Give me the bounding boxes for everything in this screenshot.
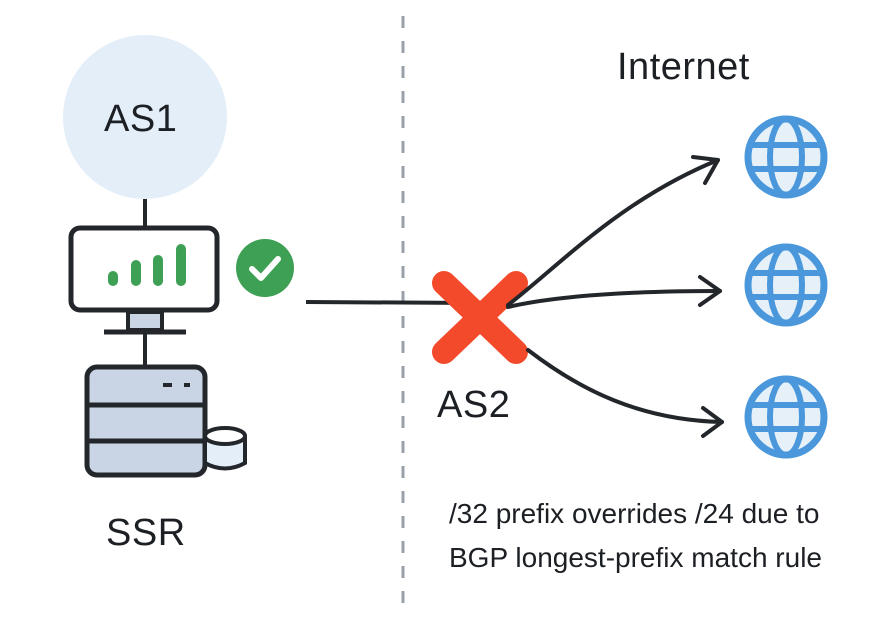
- check-circle-icon: [236, 239, 294, 297]
- arrow-head-top: [691, 155, 720, 185]
- globe-icon: [748, 119, 824, 195]
- bgp-note: /32 prefix overrides /24 due to BGP long…: [449, 498, 822, 573]
- as1-node: [63, 35, 227, 199]
- route-arrow-middle: [506, 289, 722, 309]
- as1-label: AS1: [104, 98, 178, 140]
- globe-icon: [748, 379, 824, 455]
- server-with-database-icon: [84, 364, 247, 478]
- arrow-head-middle: [698, 275, 722, 307]
- globe-icon: [748, 247, 824, 323]
- route-arrow-top: [506, 158, 720, 307]
- arrow-head-bottom: [701, 406, 724, 438]
- route-arrows: [506, 155, 724, 438]
- route-arrow-bottom: [526, 348, 724, 424]
- internet-label: Internet: [617, 46, 750, 88]
- as2-label: AS2: [437, 384, 511, 426]
- blocked-x-icon: [432, 271, 528, 364]
- monitor-signal-bars-icon: [68, 225, 220, 335]
- ssr-label: SSR: [106, 512, 186, 554]
